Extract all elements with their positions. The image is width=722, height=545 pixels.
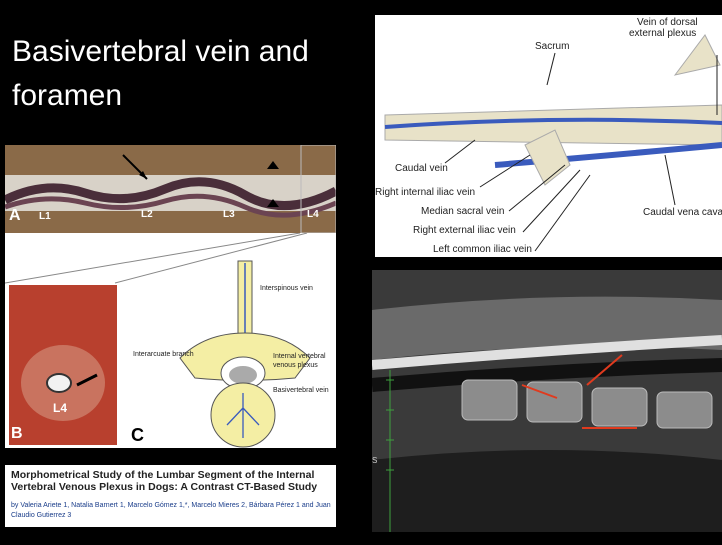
label-vein-dorsal-1: Vein of dorsal xyxy=(637,17,698,28)
vertebra-label-l2: L2 xyxy=(141,209,153,220)
label-caudal-vena-cava: Caudal vena cava xyxy=(643,207,722,218)
mri-image: S xyxy=(372,270,722,532)
label-right-internal-iliac: Right internal iliac vein xyxy=(375,187,476,198)
label-vein-dorsal-2: external plexus xyxy=(629,28,697,39)
specimen-drawing xyxy=(5,145,336,233)
label-internal-plexus-2: venous plexus xyxy=(273,362,318,369)
panel-b-letter: B xyxy=(11,425,23,442)
panel-a-letter: A xyxy=(9,207,21,224)
mri-scale-label: S xyxy=(372,456,378,465)
label-internal-plexus-1: Internal vertebral xyxy=(273,353,326,360)
label-caudal-vein: Caudal vein xyxy=(395,163,448,174)
label-median-sacral: Median sacral vein xyxy=(421,206,505,217)
vertebra-label-l4: L4 xyxy=(307,209,319,220)
paper-title: Morphometrical Study of the Lumbar Segme… xyxy=(11,469,318,493)
mri-drawing xyxy=(372,270,722,532)
anatomy-drawing xyxy=(384,34,722,252)
label-sacrum: Sacrum xyxy=(535,41,570,52)
label-interarcuate-branch: Interarcuate branch xyxy=(133,351,194,358)
arrowhead-icon xyxy=(267,161,279,169)
panel-c-letter: C xyxy=(131,425,144,445)
illustration-drawing xyxy=(5,233,311,448)
vertebra-label-l3: L3 xyxy=(223,209,235,220)
vertebra-label-l1: L1 xyxy=(39,211,51,222)
paper-citation: Morphometrical Study of the Lumbar Segme… xyxy=(5,465,336,527)
specimen-photo: A L1 L2 L3 L4 xyxy=(5,145,336,233)
paper-authors: by Valeria Ariete 1, Natalia Barnert 1, … xyxy=(11,502,331,519)
slide-title: Basivertebral vein and foramen xyxy=(12,35,309,112)
illustration-panel: B L4 C Interspinous vein Interarcuate br… xyxy=(5,233,336,448)
label-right-external-iliac: Right external iliac vein xyxy=(413,225,516,236)
label-left-common-iliac: Left common iliac vein xyxy=(433,244,532,255)
label-interspinous-vein: Interspinous vein xyxy=(260,285,313,292)
section-label-l4: L4 xyxy=(53,401,68,415)
label-basivertebral-vein: Basivertebral vein xyxy=(273,387,329,394)
anatomy-illustration: Vein of dorsal external plexus Sacrum Ca… xyxy=(375,15,722,257)
